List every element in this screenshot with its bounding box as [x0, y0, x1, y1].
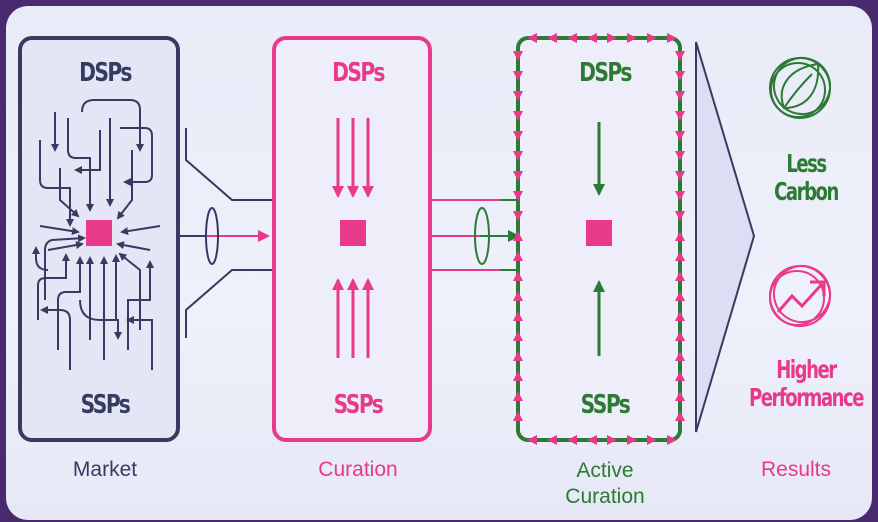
- border-tick: [675, 331, 685, 341]
- less-carbon-line2: Carbon: [774, 177, 839, 206]
- border-tick: [587, 435, 597, 445]
- border-tick: [527, 435, 537, 445]
- border-tick: [675, 211, 685, 221]
- border-tick: [513, 151, 523, 161]
- border-tick: [675, 271, 685, 281]
- border-tick: [513, 191, 523, 201]
- border-tick: [675, 131, 685, 141]
- border-tick: [647, 33, 657, 43]
- border-tick: [587, 33, 597, 43]
- border-tick: [675, 411, 685, 421]
- border-tick: [513, 111, 523, 121]
- border-tick: [647, 435, 657, 445]
- border-tick: [513, 51, 523, 61]
- active-caption-line2: Curation: [565, 485, 645, 508]
- curation-dsps-label: DSPs: [332, 58, 385, 88]
- higher-performance-label: Higher Performance: [727, 356, 872, 412]
- border-tick: [513, 311, 523, 321]
- border-tick: [675, 351, 685, 361]
- curation-box: [272, 36, 520, 442]
- border-tick: [513, 411, 523, 421]
- border-tick: [675, 371, 685, 381]
- border-tick: [513, 351, 523, 361]
- border-tick: [513, 271, 523, 281]
- active-ssps-label: SSPs: [580, 390, 631, 420]
- border-tick: [675, 91, 685, 101]
- border-tick: [527, 33, 537, 43]
- border-tick: [513, 131, 523, 141]
- border-tick: [675, 151, 685, 161]
- active-caption-line1: Active: [576, 459, 634, 482]
- active-curation-border-ticks: [513, 33, 685, 445]
- curation-caption: Curation: [318, 458, 398, 481]
- border-tick: [513, 231, 523, 241]
- market-exchange-node: [86, 220, 112, 246]
- curation-exchange-node: [340, 220, 366, 246]
- higher-performance-line2: Performance: [748, 383, 865, 412]
- border-tick: [627, 435, 637, 445]
- border-tick: [675, 391, 685, 401]
- border-tick: [675, 291, 685, 301]
- market-tangle: [32, 99, 161, 370]
- border-tick: [513, 211, 523, 221]
- active-caption: Active Curation: [520, 458, 690, 510]
- border-tick: [513, 71, 523, 81]
- leaf-icon: [769, 57, 831, 119]
- border-tick: [675, 231, 685, 241]
- border-tick: [513, 291, 523, 301]
- border-tick: [675, 191, 685, 201]
- border-tick: [675, 111, 685, 121]
- border-tick: [607, 33, 617, 43]
- border-tick: [675, 71, 685, 81]
- border-tick: [567, 33, 577, 43]
- market-dsps-label: DSPs: [79, 58, 132, 88]
- curation-ssps-label: SSPs: [333, 390, 384, 420]
- border-tick: [607, 435, 617, 445]
- border-tick: [513, 251, 523, 261]
- border-tick: [547, 33, 557, 43]
- trend-up-icon: [769, 265, 831, 327]
- active-dsps-label: DSPs: [579, 58, 632, 88]
- border-tick: [567, 435, 577, 445]
- results-chevron: [695, 41, 756, 433]
- diagram-canvas: [18, 33, 831, 445]
- border-tick: [513, 371, 523, 381]
- border-tick: [675, 51, 685, 61]
- market-box: [18, 36, 272, 442]
- border-tick: [547, 435, 557, 445]
- border-tick: [513, 391, 523, 401]
- market-caption: Market: [72, 458, 138, 481]
- border-tick: [675, 311, 685, 321]
- results-caption: Results: [760, 458, 832, 481]
- border-tick: [675, 251, 685, 261]
- border-tick: [513, 171, 523, 181]
- diagram-card: DSPs SSPs Market DSPs SSPs Curation DSPs…: [6, 6, 872, 520]
- market-ssps-label: SSPs: [80, 390, 131, 420]
- border-tick: [513, 331, 523, 341]
- border-tick: [627, 33, 637, 43]
- border-tick: [667, 435, 677, 445]
- border-tick: [513, 91, 523, 101]
- border-tick: [675, 171, 685, 181]
- border-tick: [667, 33, 677, 43]
- less-carbon-line1: Less: [786, 149, 827, 178]
- higher-performance-line1: Higher: [776, 355, 837, 384]
- active-exchange-node: [586, 220, 612, 246]
- active-curation-box: [513, 33, 685, 445]
- less-carbon-label: Less Carbon: [748, 150, 863, 206]
